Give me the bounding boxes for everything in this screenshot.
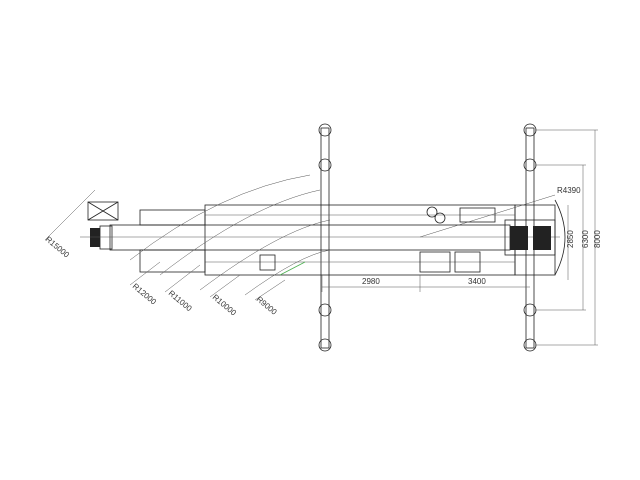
dim-6300: 6300 [581,230,590,248]
dim-2850: 2850 [566,230,575,248]
turntable [504,199,566,276]
radius-arcs [44,174,556,301]
boom [80,201,560,251]
label-r11000: R11000 [167,289,194,314]
label-r4390: R4390 [557,186,581,195]
label-r9000: R9000 [255,295,279,317]
front-outriggers [318,123,332,352]
dim-2980: 2980 [362,277,380,286]
radius-labels: R15000 R12000 R11000 R10000 R9000 R4390 [44,186,581,318]
label-r10000: R10000 [211,293,239,318]
chassis [139,204,556,276]
dimension-lines [321,129,598,346]
dim-8000: 8000 [593,230,602,248]
label-r15000: R15000 [44,235,72,260]
dim-3400: 3400 [468,277,486,286]
label-r12000: R12000 [131,282,159,307]
